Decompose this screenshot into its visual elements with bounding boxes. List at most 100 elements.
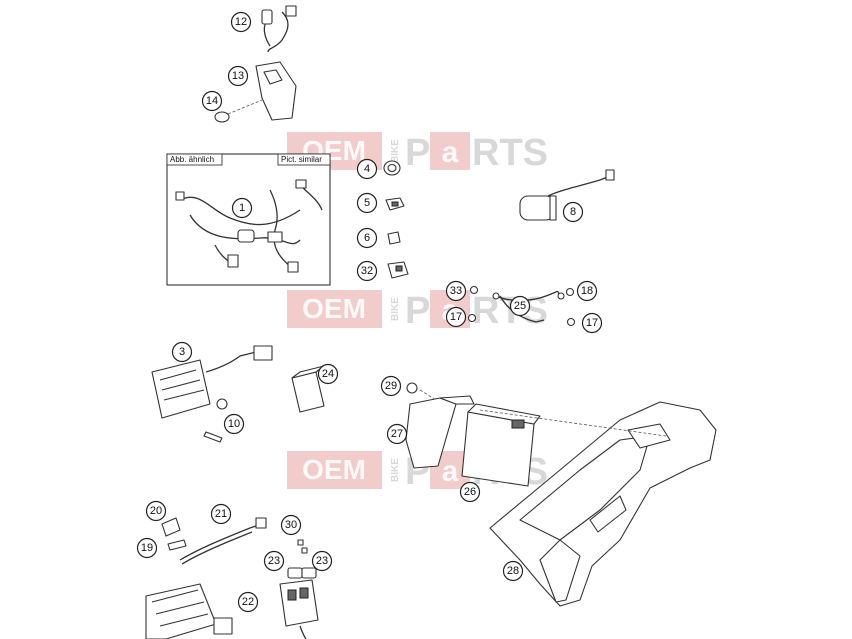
starter-motor[interactable] <box>145 583 233 639</box>
callout-17a[interactable]: 17 <box>445 306 467 328</box>
svg-text:33: 33 <box>450 285 462 297</box>
watermark-oem: OEM <box>302 293 366 324</box>
small-part-5[interactable] <box>385 197 405 211</box>
wiring-harness-box[interactable]: Abb. ähnlich Pict. similar <box>166 153 331 286</box>
callout-5[interactable]: 5 <box>356 192 378 214</box>
callout-8[interactable]: 8 <box>562 201 584 223</box>
svg-text:12: 12 <box>235 16 247 28</box>
callout-6[interactable]: 6 <box>356 227 378 249</box>
svg-text:1: 1 <box>239 202 245 214</box>
callout-1[interactable]: 1 <box>231 197 253 219</box>
svg-text:13: 13 <box>232 70 244 82</box>
fuse-box-22[interactable] <box>279 579 319 639</box>
callout-13[interactable]: 13 <box>227 65 249 87</box>
callout-23a[interactable]: 23 <box>263 550 285 572</box>
regulator-body <box>151 359 211 419</box>
svg-text:32: 32 <box>361 265 373 277</box>
svg-text:18: 18 <box>581 285 593 297</box>
battery-26[interactable] <box>461 403 541 487</box>
watermark-oem: OEM <box>302 454 366 485</box>
svg-text:30: 30 <box>285 519 297 531</box>
washer-17b[interactable] <box>566 317 576 327</box>
callout-29[interactable]: 29 <box>380 375 402 397</box>
callout-19[interactable]: 19 <box>136 537 158 559</box>
callout-27[interactable]: 27 <box>386 423 408 445</box>
watermark-bike: BIKE <box>390 139 401 163</box>
callout-18[interactable]: 18 <box>576 280 598 302</box>
watermark-bike: BIKE <box>390 297 401 321</box>
label-pict-similar: Pict. similar <box>281 155 322 164</box>
switch-assembly[interactable] <box>214 5 297 123</box>
svg-text:4: 4 <box>364 163 370 175</box>
starter-cable-21[interactable] <box>179 517 267 565</box>
cover-23a[interactable] <box>287 567 303 579</box>
watermark-box <box>287 290 382 328</box>
watermark-row-2: OEM BIKE P a RTS <box>287 290 548 332</box>
watermark-rts: RTS <box>472 132 548 174</box>
switch-cap <box>261 9 273 25</box>
nut-18[interactable] <box>565 287 575 297</box>
svg-text:24: 24 <box>322 368 334 380</box>
cover-23b[interactable] <box>301 567 317 579</box>
callout-25[interactable]: 25 <box>509 295 531 317</box>
callout-3[interactable]: 3 <box>171 341 193 363</box>
callout-17b[interactable]: 17 <box>581 312 603 334</box>
svg-text:26: 26 <box>464 486 476 498</box>
watermark-p: P <box>405 290 430 332</box>
callout-23b[interactable]: 23 <box>311 550 333 572</box>
bolts-10[interactable] <box>203 398 228 443</box>
switch-connector <box>285 5 297 17</box>
battery-holder-27[interactable] <box>405 389 475 469</box>
nut-33[interactable] <box>469 285 479 295</box>
bolt-14 <box>214 111 230 123</box>
small-part-6[interactable] <box>387 231 401 245</box>
callout-22[interactable]: 22 <box>237 591 259 613</box>
bolt-29[interactable] <box>406 382 418 394</box>
watermark-rts: RTS <box>472 290 548 332</box>
watermark-bike: BIKE <box>390 458 401 482</box>
callout-14[interactable]: 14 <box>201 90 223 112</box>
watermark-a: a <box>442 136 459 169</box>
svg-text:3: 3 <box>179 346 185 358</box>
small-part-32[interactable] <box>387 261 409 279</box>
fuse-box-body <box>279 579 319 627</box>
svg-text:20: 20 <box>150 505 162 517</box>
callout-32[interactable]: 32 <box>356 260 378 282</box>
svg-text:5: 5 <box>364 197 370 209</box>
terminal-20[interactable] <box>161 517 181 537</box>
fuse-30[interactable] <box>297 539 308 554</box>
callout-30[interactable]: 30 <box>280 514 302 536</box>
screw-19[interactable] <box>167 539 187 551</box>
svg-text:14: 14 <box>206 95 218 107</box>
svg-text:22: 22 <box>242 596 254 608</box>
callout-24[interactable]: 24 <box>317 363 339 385</box>
callout-33[interactable]: 33 <box>445 280 467 302</box>
callout-20[interactable]: 20 <box>145 500 167 522</box>
svg-text:8: 8 <box>570 206 576 218</box>
svg-text:29: 29 <box>385 380 397 392</box>
watermark-a-box <box>430 132 470 170</box>
callout-4[interactable]: 4 <box>356 158 378 180</box>
svg-text:19: 19 <box>141 542 153 554</box>
svg-text:23: 23 <box>316 555 328 567</box>
svg-text:10: 10 <box>228 418 240 430</box>
sensor-body <box>519 195 555 221</box>
watermark-row-1: OEM BIKE P a RTS <box>287 132 548 174</box>
rear-mudguard-28[interactable] <box>479 401 717 607</box>
starter-body <box>145 583 217 639</box>
svg-text:6: 6 <box>364 232 370 244</box>
svg-text:27: 27 <box>391 428 403 440</box>
callout-12[interactable]: 12 <box>230 11 252 33</box>
svg-text:17: 17 <box>586 317 598 329</box>
small-part-4[interactable] <box>383 160 401 176</box>
washer-17a[interactable] <box>467 313 477 323</box>
callout-26[interactable]: 26 <box>459 481 481 503</box>
callout-28[interactable]: 28 <box>502 560 524 582</box>
callout-10[interactable]: 10 <box>223 413 245 435</box>
svg-text:25: 25 <box>514 300 526 312</box>
regulator-3[interactable] <box>151 345 273 419</box>
callout-21[interactable]: 21 <box>210 503 232 525</box>
svg-text:17: 17 <box>450 311 462 323</box>
sensor-8[interactable] <box>519 169 615 221</box>
